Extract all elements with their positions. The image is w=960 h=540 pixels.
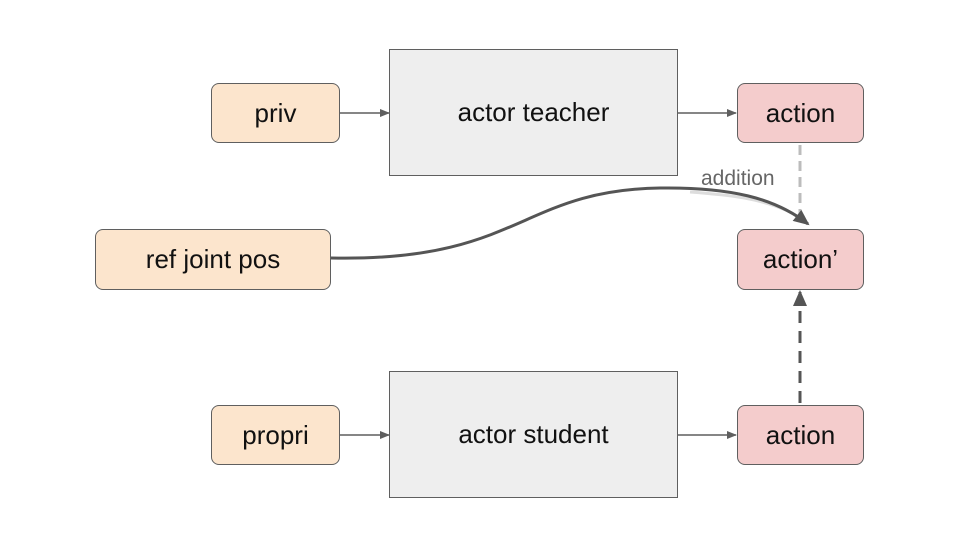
- ref-joint-pos-label: ref joint pos: [145, 244, 281, 274]
- arrow-ref-joint-pos-to-action-prime: [330, 186, 810, 260]
- addition-label: addition: [701, 167, 775, 190]
- priv-node: priv: [211, 83, 340, 143]
- propri-node: propri: [211, 405, 340, 465]
- actor-student-node: actor student: [389, 371, 678, 498]
- actor-teacher-label: actor teacher: [457, 97, 610, 127]
- action-teacher-node: action: [737, 83, 864, 143]
- action-prime-node: action’: [737, 229, 864, 290]
- priv-label: priv: [254, 97, 297, 128]
- actor-student-label: actor student: [458, 419, 609, 449]
- action-student-label: action: [765, 419, 836, 450]
- action-student-node: action: [737, 405, 864, 465]
- ref-joint-pos-node: ref joint pos: [95, 229, 331, 290]
- action-prime-label: action’: [762, 244, 839, 274]
- propri-label: propri: [242, 419, 309, 450]
- action-teacher-label: action: [765, 97, 836, 128]
- actor-teacher-node: actor teacher: [389, 49, 678, 176]
